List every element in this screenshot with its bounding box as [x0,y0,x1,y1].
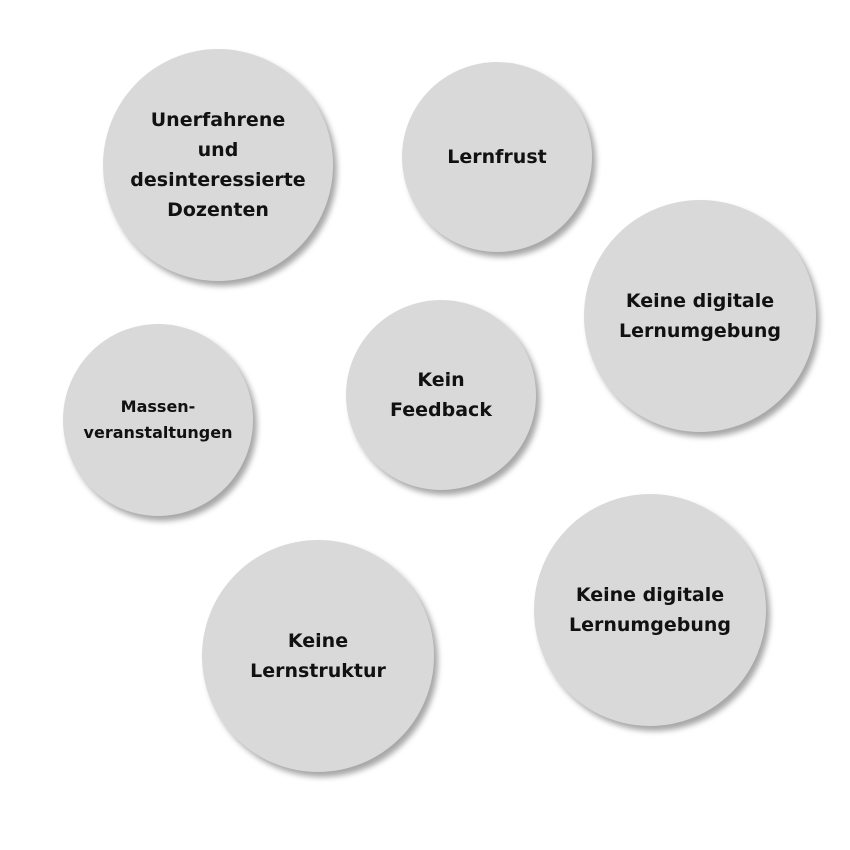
bubble-label: Keine digitale Lernumgebung [569,584,731,636]
bubble-label: Unerfahrene und desinteressierte Dozente… [130,109,306,221]
bubble-keine-lernstruktur: Keine Lernstruktur [202,540,434,772]
bubble-label: Lernfrust [447,146,547,168]
bubble-label: Keine digitale Lernumgebung [619,290,781,342]
bubble-label: Keine Lernstruktur [250,630,386,682]
bubble-massenveranstaltungen: Massen- veranstaltungen [63,324,253,516]
bubble-keine-digitale-lernumgebung-bottom: Keine digitale Lernumgebung [534,494,766,726]
bubble-keine-digitale-lernumgebung-top: Keine digitale Lernumgebung [584,200,816,432]
bubble-label: Massen- veranstaltungen [83,397,233,442]
bubble-kein-feedback: Kein Feedback [346,300,536,490]
bubble-label: Kein Feedback [390,369,492,421]
bubble-unerfahrene-dozenten: Unerfahrene und desinteressierte Dozente… [103,49,333,281]
bubble-lernfrust: Lernfrust [402,62,592,252]
